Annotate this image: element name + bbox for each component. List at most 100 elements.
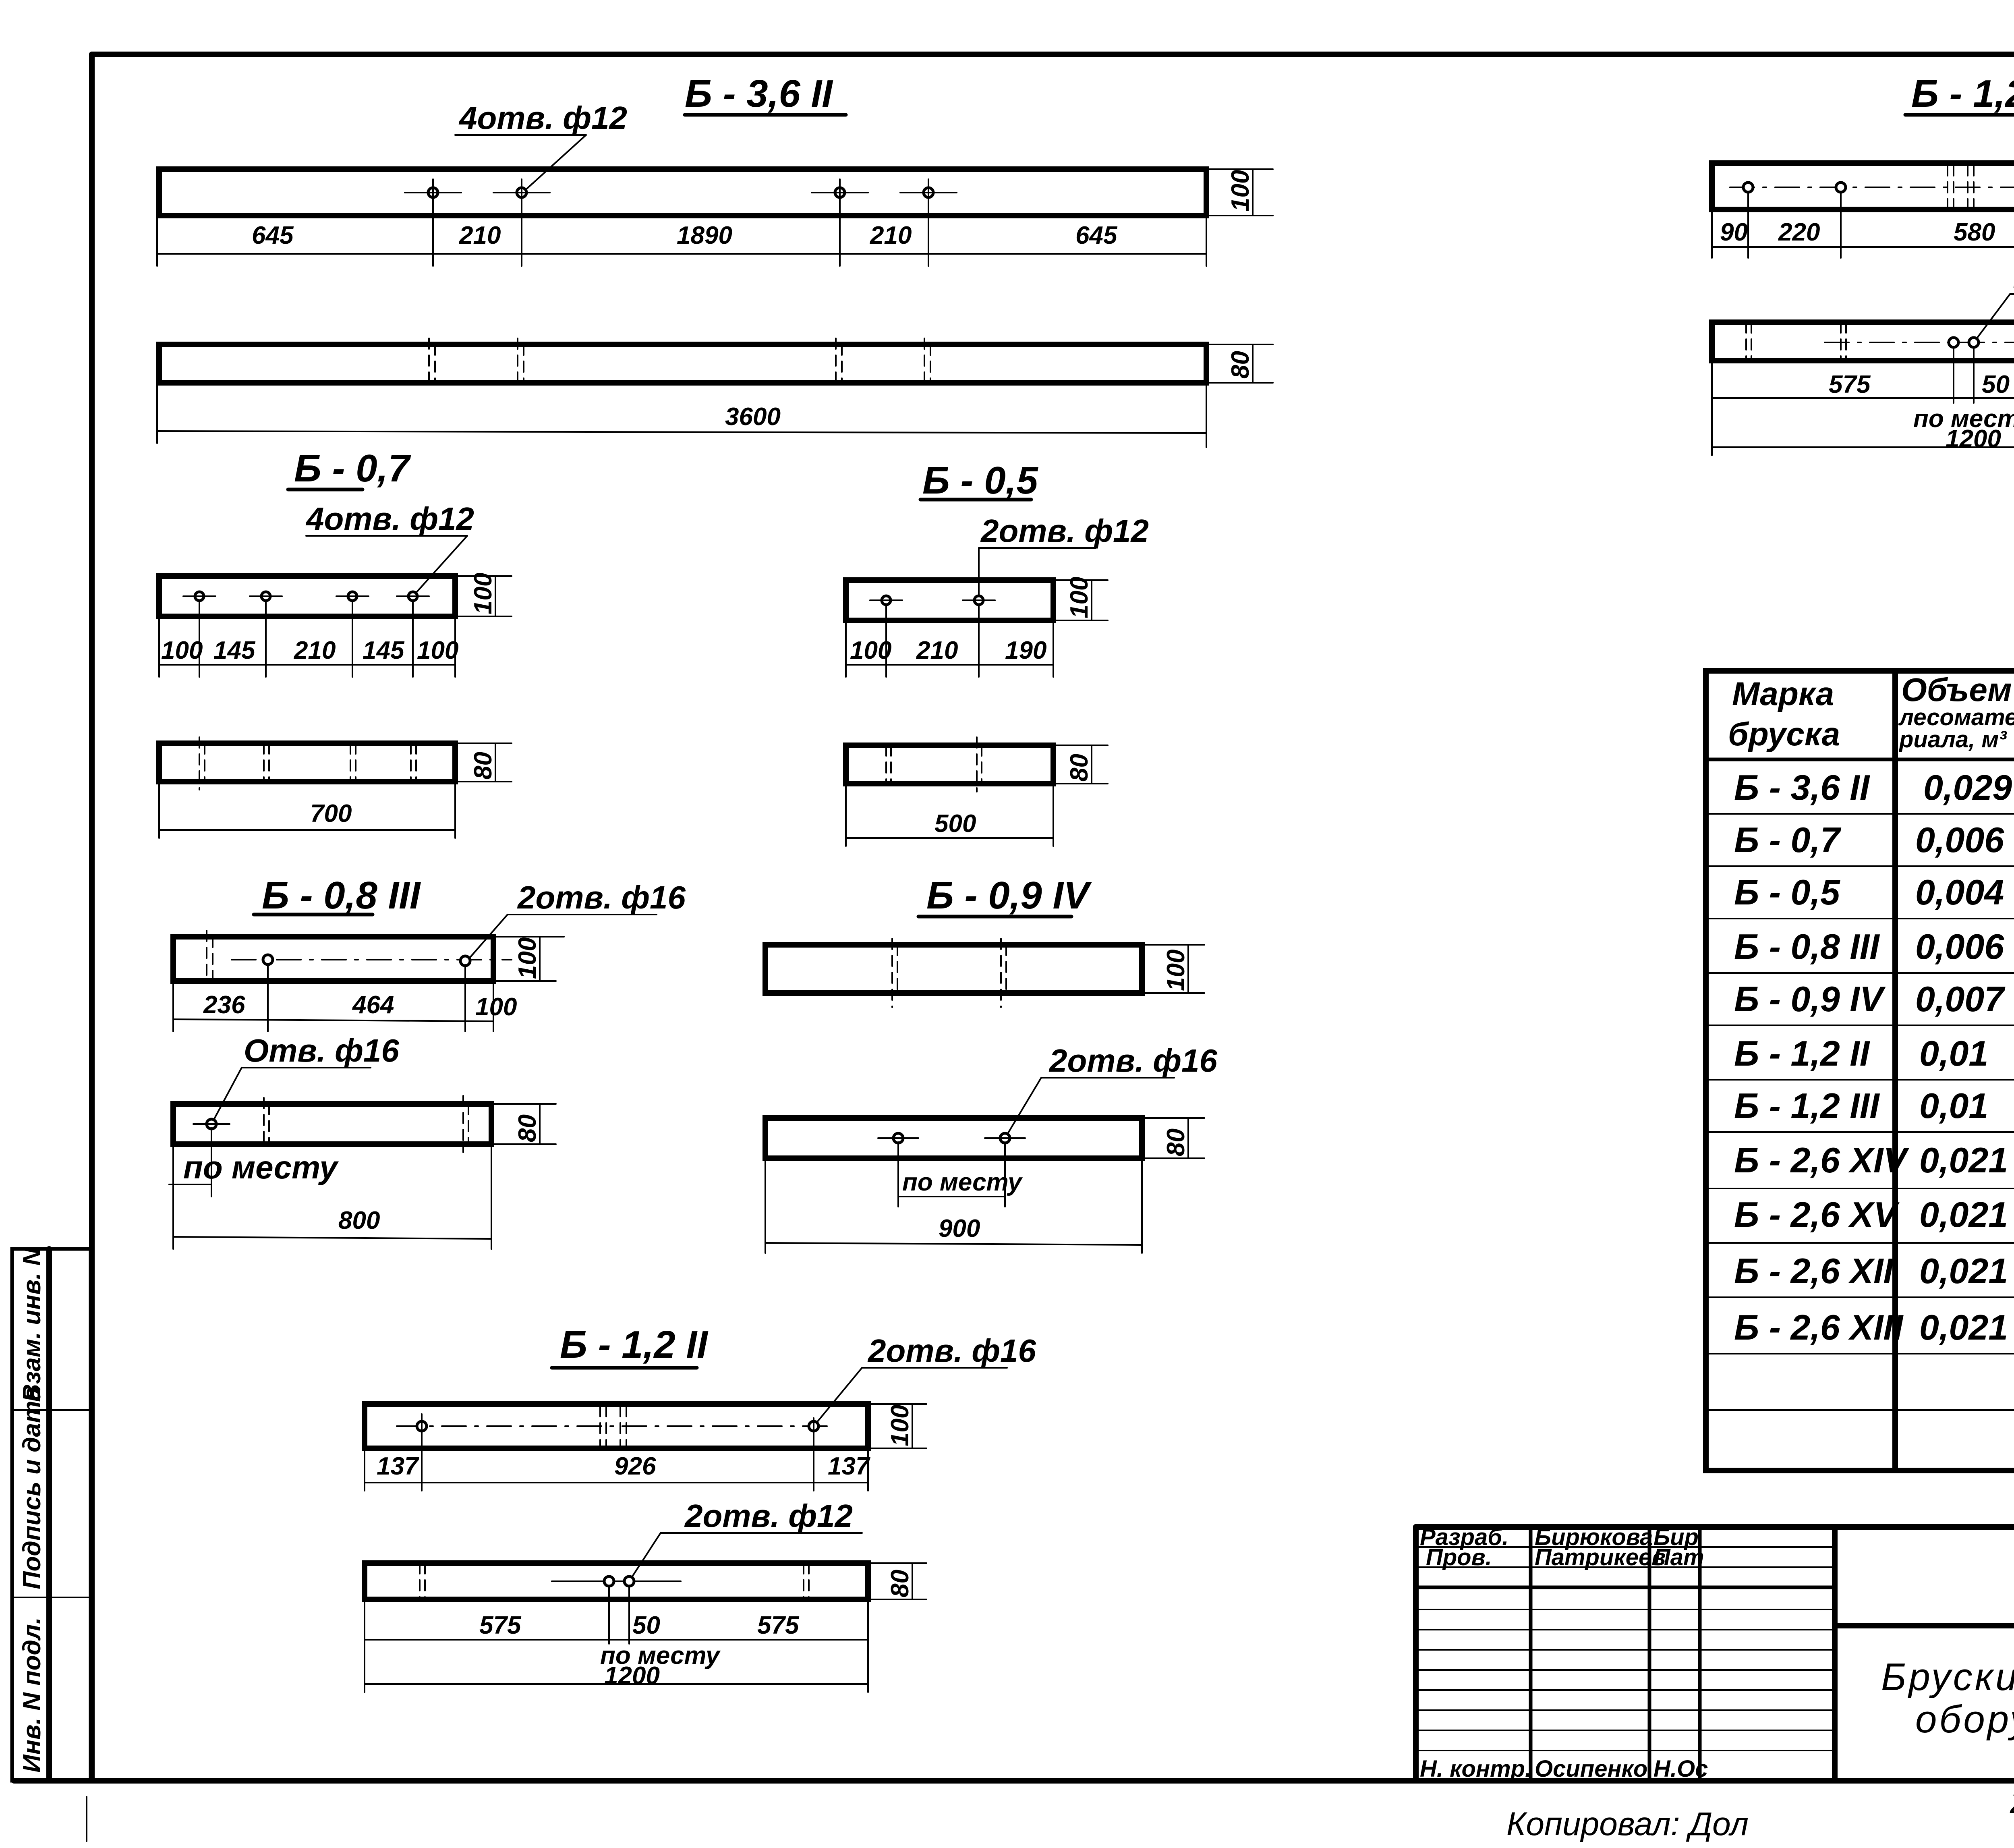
drawing-title: Б - 0,7 [294,447,411,490]
drawing-title: Б - 1,2 III [1911,72,2014,115]
role-label: Разраб. [1420,1524,1508,1550]
dimension-value: 100 [514,937,541,979]
header-mark: Марка [1732,676,1834,712]
dimension-value: 100 [161,637,203,664]
copied-by: Копировал: Дол [1506,1806,1749,1842]
table-row: Б - 2,6 XIV 0,021 [1734,1140,2008,1180]
table-row: Б - 3,6 II 0,029 [1734,767,2012,807]
role-label: Пров. [1426,1544,1492,1570]
row-mark: Б - 3,6 II [1734,767,1870,807]
dimension-value: 575 [1829,371,1871,398]
drawing-b-1-2-ii: Б - 1,2 II 2отв. ф16 137 926 137 100 2от… [362,1323,1036,1693]
header-volume: Объем [1901,672,2012,708]
row-volume: 0,01 [1919,1033,1988,1073]
dimension-value: 80 [1065,754,1093,782]
table-row: Б - 2,6 XV 0,021 [1734,1195,2008,1234]
dimension-value: 100 [1227,170,1254,212]
sheet-title: Бруски крепления [1881,1655,2014,1699]
hole-marker [404,186,957,199]
person-name: Осипенко [1535,1756,1647,1782]
dimension-value: 1890 [677,222,732,249]
dimension-value: 800 [338,1207,380,1234]
table-row: Б - 0,9 IV 0,007 [1734,979,2006,1019]
dimension-value: 580 [1954,218,1995,246]
signature-row: Разраб. Бирюкова Бир [1420,1524,1699,1550]
signature: Пат [1653,1544,1704,1570]
dimension-value: 210 [870,222,912,249]
dimension-value: 50 [1982,371,2010,398]
hole-callout: 2отв. ф16 [1048,1043,1218,1079]
row-mark: Б - 0,8 III [1734,927,1880,967]
row-mark: Б - 1,2 II [1734,1033,1870,1073]
dimension-value: 900 [939,1215,980,1242]
row-volume: 0,006 [1915,820,2004,860]
drawing-b-0-8: Б - 0,8 III 2отв. ф16 236 464 100 100 От… [168,874,686,1250]
stamp-replaced-inventory: Взам. инв. N [18,1247,46,1402]
dimension-value: 50 [632,1612,660,1639]
stamp-inventory-number: Инв. N подл. [18,1617,46,1773]
dimension-value: 500 [934,810,976,838]
table-row: Б - 2,6 XII 0,021 [1734,1251,2008,1291]
dimension-value: 210 [294,637,336,664]
dimension-value: 575 [757,1612,800,1639]
header-volume: риала, м³ [1898,726,2007,753]
hole-marker [1947,336,1980,349]
dimension-value: 1200 [604,1662,660,1690]
dimension-value: 190 [1005,637,1046,664]
table-row: Б - 2,6 XIII 0,021 [1734,1307,2008,1347]
drawing-title: Б - 0,9 IV [926,874,1092,917]
title-block: Разраб. Бирюкова Бир Пров. Патрикеев Пат… [1413,1524,2014,1784]
dimension-value: 1200 [1946,425,2001,453]
table-row: Б - 0,8 III 0,006 [1734,927,2004,967]
signature: Н.Ос [1653,1756,1708,1782]
sheet-title: оборудования [1915,1698,2014,1741]
dimension-value: 220 [1778,218,1820,246]
dimension-value: 80 [886,1570,914,1597]
dimension-value: 236 [203,991,245,1019]
stamp-signature-date: Подпись и дата [18,1387,46,1589]
signature-row: Н. контр. Осипенко Н.Ос [1420,1756,1708,1782]
row-mark: Б - 0,7 [1734,820,1842,860]
table-row: Б - 1,2 III 0,01 [1734,1086,1988,1126]
hole-callout: 2отв. ф16 [517,879,686,915]
placement-note: по месту [183,1149,339,1185]
hole-callout: 2отв. ф16 [867,1333,1036,1369]
row-mark: Б - 2,6 XIV [1734,1140,1909,1180]
dimension-value: 210 [916,637,958,664]
hole-callout: 2отв. ф12 [684,1498,853,1534]
signature-row: Пров. Патрикеев Пат [1426,1544,1704,1570]
hole-callout: 4отв. ф12 [305,501,474,537]
placement-note: по месту [1913,405,2014,433]
drawing-title: Б - 3,6 II [685,72,833,115]
row-mark: Б - 1,2 III [1734,1086,1880,1126]
drawing-b-0-9: Б - 0,9 IV 100 2отв. ф16 по месту 900 80 [763,874,1218,1254]
dimension-value: 100 [417,637,458,664]
row-volume: 0,029 [1923,767,2012,807]
hole-callout: 2отв. ф12 [980,513,1149,549]
dimension-value: 210 [459,222,501,249]
hole-callout: 4отв. ф12 [458,100,627,136]
drawing-b-0-7: Б - 0,7 4отв. ф12 100 145 210 145 100 10… [156,447,512,839]
dimension-value: 3600 [725,403,781,431]
dimension-value: 137 [828,1452,870,1480]
role-label: Н. контр. [1420,1756,1531,1782]
volume-table: Марка бруска Объем лесомате риала, м³ Б … [1703,668,2014,1473]
row-volume: 0,007 [1915,979,2006,1019]
hole-callout: Отв. ф16 [244,1033,399,1068]
drawing-b-0-5: Б - 0,5 2отв. ф12 100 210 190 100 500 80 [843,459,1149,847]
hole-marker [193,1118,230,1130]
signature: Бир [1653,1524,1699,1550]
dimension-value: 464 [352,991,394,1019]
dimension-value: 145 [363,637,405,664]
dimension-value: 645 [1075,222,1118,249]
dimension-value: 80 [514,1114,541,1142]
row-volume: 0,01 [1919,1086,1988,1126]
hole-marker [869,594,996,606]
left-margin-stamp: Инв. N подл. Подпись и дата Взам. инв. N [10,1246,93,1784]
dimension-value: 100 [850,637,891,664]
table-row: Б - 0,5 0,004 [1734,872,2004,912]
row-volume: 0,006 [1915,927,2004,967]
dimension-value: 100 [886,1405,914,1446]
dimension-value: 100 [475,993,517,1021]
drawing-b-3-6: Б - 3,6 II 4отв. ф12 645 210 1890 210 64… [156,72,1274,448]
